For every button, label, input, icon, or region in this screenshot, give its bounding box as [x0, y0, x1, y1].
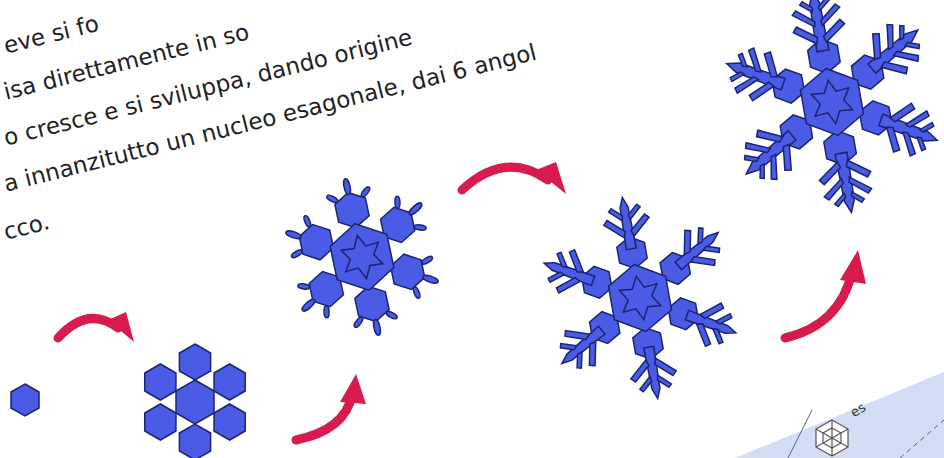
- growth-arrow: [58, 167, 852, 440]
- snowflake-stage: [704, 0, 944, 231]
- body-text-line: cco.: [1, 207, 53, 245]
- body-text-line: eve si fo: [1, 9, 102, 60]
- snowflake-stage: [137, 344, 253, 458]
- snowflake-stage: [266, 162, 457, 352]
- snowflake-stage: [11, 384, 39, 416]
- arrow-head: [108, 162, 866, 404]
- next-panel-corner: [735, 372, 944, 458]
- snowflake-stage: [524, 180, 756, 416]
